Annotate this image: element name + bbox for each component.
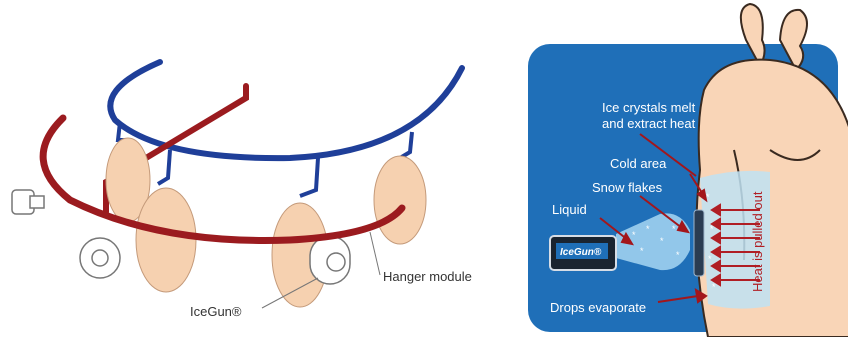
svg-text:*: * <box>708 254 712 264</box>
svg-text:*: * <box>640 246 644 256</box>
cooling-principle-svg: Heat is pulled out *** *** *** * IceGun®… <box>520 0 848 337</box>
svg-text:*: * <box>712 282 716 292</box>
snow-flakes-label: Snow flakes <box>592 180 663 195</box>
nozzle-plate <box>694 210 704 276</box>
icegun-label: IceGun® <box>190 304 242 319</box>
heat-label: Heat is pulled out <box>750 191 765 292</box>
liquid-label: Liquid <box>552 202 587 217</box>
cooling-principle-panel: Heat is pulled out *** *** *** * IceGun®… <box>520 0 848 337</box>
svg-text:*: * <box>646 224 650 234</box>
hanger-line-svg: IceGun® Hanger module <box>0 0 520 337</box>
crystals-label-line1: Ice crystals melt <box>602 100 696 115</box>
svg-text:*: * <box>710 224 714 234</box>
svg-text:*: * <box>660 236 664 246</box>
hanger-line-illustration: IceGun® Hanger module <box>0 0 520 337</box>
svg-text:*: * <box>632 230 636 240</box>
icegun-device-label: IceGun® <box>560 247 602 258</box>
hanger-module-label: Hanger module <box>383 269 472 284</box>
crystals-label-line2: and extract heat <box>602 116 696 131</box>
drops-label: Drops evaporate <box>550 300 646 315</box>
svg-text:*: * <box>676 250 680 260</box>
cold-area-label: Cold area <box>610 156 667 171</box>
red-rail <box>43 118 402 241</box>
svg-text:*: * <box>672 224 676 234</box>
